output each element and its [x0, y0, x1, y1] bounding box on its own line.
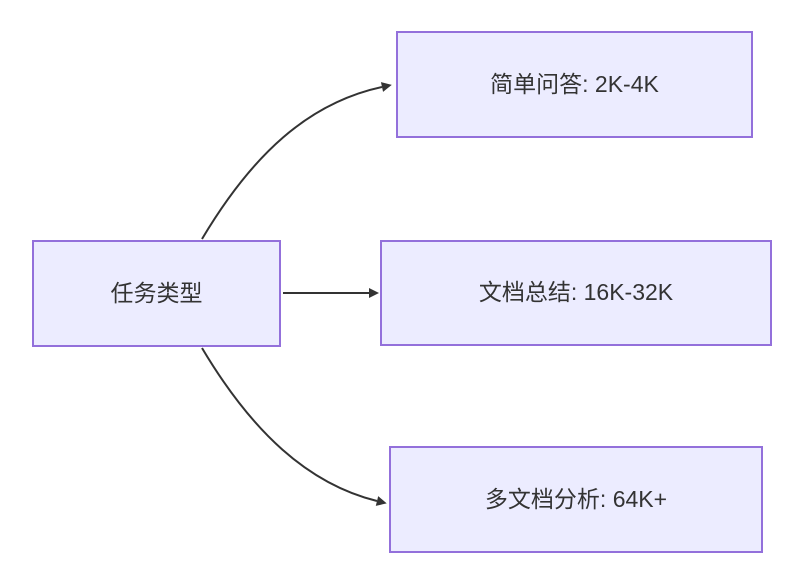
node-task-type: 任务类型 — [32, 240, 281, 347]
node-doc-summary-label: 文档总结: 16K-32K — [478, 279, 674, 306]
edge-root-to-multi-doc — [201, 347, 387, 506]
node-simple-qa: 简单问答: 2K-4K — [396, 31, 753, 138]
node-task-type-label: 任务类型 — [110, 279, 203, 306]
node-simple-qa-label: 简单问答: 2K-4K — [490, 70, 659, 97]
edge-root-to-simple-qa — [201, 82, 392, 240]
node-doc-summary: 文档总结: 16K-32K — [380, 240, 772, 346]
node-multi-doc: 多文档分析: 64K+ — [389, 446, 763, 553]
node-multi-doc-label: 多文档分析: 64K+ — [484, 485, 668, 512]
